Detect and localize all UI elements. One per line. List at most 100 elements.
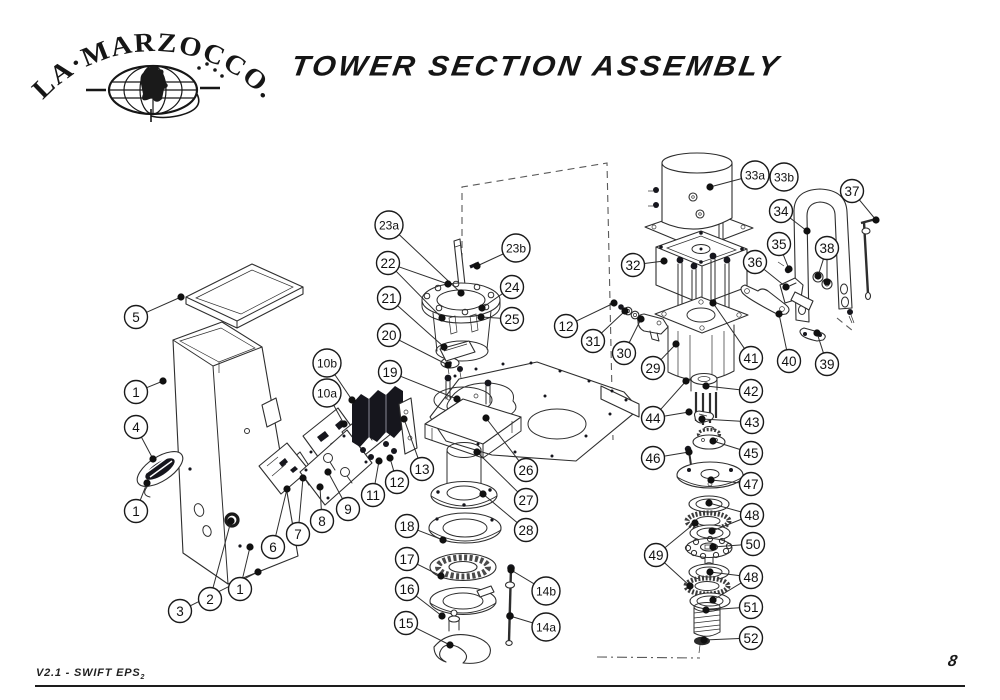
svg-text:11: 11: [366, 488, 380, 503]
svg-text:13: 13: [414, 462, 429, 477]
leader-line: [712, 440, 741, 451]
leader-dot: [686, 582, 694, 590]
balloon-48: 48: [738, 564, 764, 590]
balloon-38: 38: [814, 235, 840, 261]
leader-dot: [438, 314, 446, 322]
balloon-8: 8: [309, 508, 335, 534]
svg-text:18: 18: [399, 519, 414, 534]
leader-line: [482, 493, 518, 524]
svg-text:1: 1: [132, 504, 140, 519]
balloon-6: 6: [260, 534, 286, 560]
balloon-2: 2: [197, 586, 223, 612]
balloon-43: 43: [739, 409, 765, 435]
svg-text:22: 22: [380, 256, 395, 271]
leader-dot: [348, 396, 356, 404]
balloon-44: 44: [640, 405, 666, 431]
balloon-16: 16: [394, 576, 420, 602]
svg-text:40: 40: [781, 354, 796, 369]
leader-line: [327, 471, 343, 500]
leader-line: [664, 522, 696, 549]
leader-dot: [685, 408, 693, 416]
leader-line: [334, 374, 353, 401]
leader-dot: [706, 183, 714, 191]
leader-dot: [700, 636, 708, 644]
balloon-23a: 23a: [374, 210, 404, 240]
leader-dot: [227, 517, 235, 525]
svg-text:5: 5: [132, 310, 140, 325]
leader-line: [664, 451, 690, 457]
leader-dot: [400, 415, 408, 423]
leader-line: [416, 627, 451, 646]
leader-line: [712, 302, 745, 349]
svg-text:24: 24: [504, 280, 520, 295]
balloon-12: 12: [553, 313, 579, 339]
balloon-11: 11: [360, 482, 386, 508]
leader-line: [399, 339, 449, 366]
leader-dot: [705, 499, 713, 507]
leader-dot: [775, 310, 783, 318]
tower-body: [172, 321, 299, 585]
svg-text:7: 7: [294, 527, 302, 542]
doc-reference: V2.1 - SWIFT EPS2: [36, 667, 145, 681]
balloon-18: 18: [394, 513, 420, 539]
sparkle-dots: [197, 62, 224, 78]
svg-text:12: 12: [558, 319, 573, 334]
leader-line: [710, 479, 740, 484]
leader-line: [140, 436, 154, 460]
grommet: [224, 512, 240, 528]
leader-dot: [610, 299, 618, 307]
balloon-20: 20: [376, 322, 402, 348]
balloon-52: 52: [738, 625, 764, 651]
balloon-23b: 23b: [501, 233, 531, 263]
svg-text:33a: 33a: [745, 168, 765, 182]
svg-text:20: 20: [381, 328, 396, 343]
leader-dot: [672, 340, 680, 348]
leader-dot: [473, 262, 481, 270]
svg-text:52: 52: [743, 631, 758, 646]
leader-line: [509, 615, 533, 624]
svg-text:14a: 14a: [536, 620, 556, 634]
leader-dot: [440, 343, 448, 351]
balloon-33a: 33a: [740, 160, 770, 190]
balloon-37: 37: [839, 178, 865, 204]
leader-dot: [159, 377, 167, 385]
leader-dot: [446, 641, 454, 649]
leader-dot: [375, 457, 383, 465]
leader-dot: [803, 227, 811, 235]
svg-text:10a: 10a: [317, 386, 337, 400]
balloon-1: 1: [227, 576, 253, 602]
svg-text:15: 15: [398, 616, 413, 631]
leader-dot: [698, 415, 706, 423]
leader-dot: [149, 455, 157, 463]
svg-text:42: 42: [743, 384, 758, 399]
leader-dot: [143, 479, 151, 487]
leader-dot: [479, 490, 487, 498]
leader-line: [660, 343, 677, 361]
balloon-17: 17: [394, 546, 420, 572]
svg-text:8: 8: [318, 514, 326, 529]
leader-line: [601, 310, 626, 334]
leader-dot: [823, 278, 831, 286]
leader-dot: [707, 476, 715, 484]
leader-dot: [177, 293, 185, 301]
balloon-26: 26: [513, 457, 539, 483]
balloon-9: 9: [335, 496, 361, 522]
leader-line: [510, 569, 535, 585]
leader-line: [242, 546, 251, 578]
svg-text:38: 38: [819, 241, 834, 256]
leader-line: [705, 385, 740, 391]
svg-text:17: 17: [399, 552, 414, 567]
svg-text:47: 47: [743, 477, 758, 492]
leader-dot: [324, 468, 332, 476]
balloon-19: 19: [377, 359, 403, 385]
leader-lines: [139, 178, 880, 649]
svg-text:28: 28: [518, 523, 533, 538]
la-marzocco-logo: LA·MARZOCCO.: [26, 27, 281, 122]
leader-line: [397, 305, 445, 348]
svg-text:27: 27: [518, 493, 533, 508]
leader-dot: [709, 543, 717, 551]
leader-dot: [316, 483, 324, 491]
globe-icon: [86, 62, 224, 122]
balloon-32: 32: [620, 252, 646, 278]
leader-dot: [283, 485, 291, 493]
